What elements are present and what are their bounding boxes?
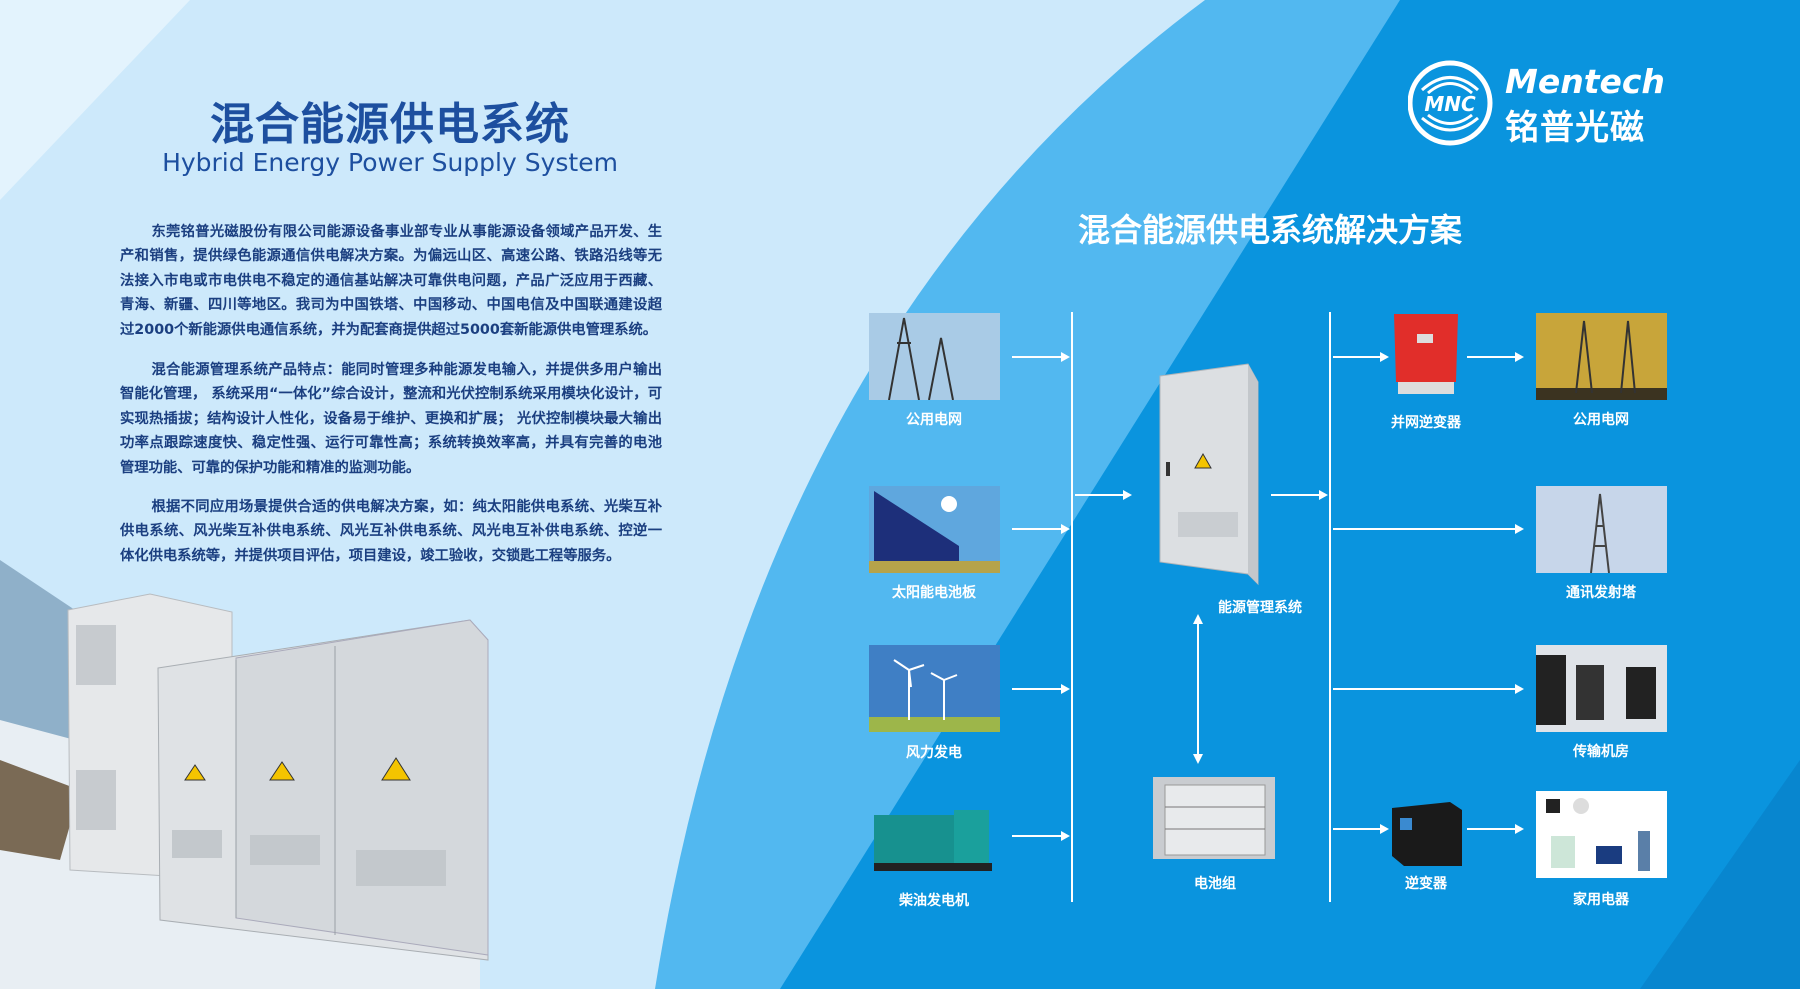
storage-label: 电池组 (1194, 876, 1236, 892)
battery-bank-image (1153, 777, 1275, 859)
output-bus-line (1329, 312, 1331, 902)
communication-tower-image (1536, 486, 1667, 573)
input-bus-line (1071, 312, 1073, 902)
arrow (1012, 352, 1070, 362)
home-appliances-image (1536, 791, 1667, 878)
arrow (1333, 524, 1524, 534)
arrow (1075, 490, 1132, 500)
input-label: 公用电网 (906, 412, 962, 428)
arrow (1271, 490, 1328, 500)
diesel-generator-image (874, 810, 992, 871)
output-label: 通讯发射塔 (1566, 585, 1636, 601)
outdoor-cabinets-photo (0, 560, 489, 989)
output-label: 传输机房 (1573, 744, 1629, 760)
solutions-paragraph: 根据不同应用场景提供合适的供电解决方案，如：纯太阳能供电系统、光柴互补供电系统、… (120, 499, 662, 564)
svg-text:MNC: MNC (1424, 92, 1476, 116)
input-label: 风力发电 (906, 745, 962, 761)
page-title: 混合能源供电系统 (210, 99, 570, 150)
page-subtitle: Hybrid Energy Power Supply System (162, 148, 618, 177)
arrow (1012, 831, 1070, 841)
grid-inverter-label: 并网逆变器 (1391, 415, 1461, 431)
features-paragraph: 混合能源管理系统产品特点：能同时管理多种能源发电输入，并提供多用户输出智能化管理… (120, 362, 662, 476)
arrow (1467, 824, 1524, 834)
mnc-logo-icon: MNC (1408, 60, 1493, 146)
output-label: 公用电网 (1573, 412, 1629, 428)
input-label: 柴油发电机 (899, 893, 969, 909)
output-label: 家用电器 (1573, 892, 1629, 908)
bidirectional-arrow (1193, 614, 1203, 764)
energy-management-cabinet-image (1159, 363, 1259, 586)
diagram-title: 混合能源供电系统解决方案 (1077, 211, 1462, 249)
logo-name-cn: 铭普光磁 (1505, 108, 1645, 148)
arrow (1333, 824, 1389, 834)
center-label: 能源管理系统 (1218, 600, 1302, 616)
arrow (1012, 524, 1070, 534)
input-label: 太阳能电池板 (892, 585, 976, 601)
intro-paragraph: 东莞铭普光磁股份有限公司能源设备事业部专业从事能源设备领域产品开发、生产和销售，… (120, 224, 662, 338)
grid-inverter-image (1394, 314, 1458, 394)
public-grid-image (1536, 313, 1667, 400)
wind-power-image (869, 645, 1000, 732)
logo-name-en: Mentech (1505, 62, 1665, 101)
power-grid-image (869, 313, 1000, 400)
arrow (1012, 684, 1070, 694)
inverter-image (1392, 802, 1462, 866)
transmission-room-image (1536, 645, 1667, 732)
arrow (1333, 684, 1524, 694)
arrow (1333, 352, 1389, 362)
solar-panel-image (869, 486, 1000, 573)
inverter-label: 逆变器 (1405, 876, 1447, 892)
arrow (1467, 352, 1524, 362)
